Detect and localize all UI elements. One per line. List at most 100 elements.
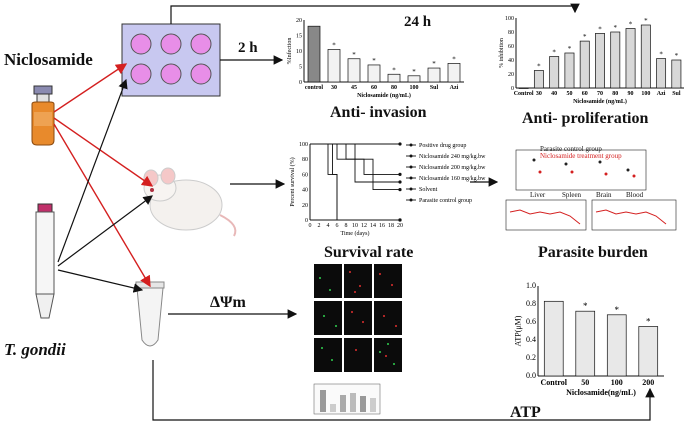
x-tick-label: 80 [612,91,618,97]
significance-mark: * [646,317,651,327]
x-tick-label: 16 [379,223,385,229]
x-tick-label: 0 [309,223,312,229]
bar [625,28,636,89]
y-axis-label: % inhibition [499,38,505,68]
significance-mark: * [537,63,541,71]
x-tick-label: 20 [397,223,403,229]
y-tick-label: 0 [299,80,302,86]
bar [564,52,575,89]
x-tick-label: Sul [672,91,681,97]
x-tick-label: 18 [388,223,394,229]
anti-invasion-chart: 05101520control*30*45*60*80*100*Sul*AziN… [286,18,464,99]
significance-mark: * [332,41,336,49]
bar [549,56,560,89]
significance-mark: * [583,301,588,311]
y-tick-label: 0.6 [526,317,536,326]
significance-mark: * [659,51,663,59]
x-tick-label: 14 [370,223,376,229]
well-plate [121,23,221,97]
anti-invasion-title: 24 h [404,14,432,30]
y-axis-label: Percent survival (%) [289,157,296,206]
y-tick-label: 0 [305,218,308,224]
x-tick-label: Azi [657,91,666,97]
bar [640,24,651,89]
legend-marker [409,187,413,191]
anti-proliferation-caption: Anti- proliferation [522,110,649,127]
bar [447,63,461,83]
burden-cat-blood: Blood [626,191,644,199]
significance-mark: * [452,55,456,63]
atp-caption: ATP [510,404,541,421]
legend-entry: Parasite control group [419,198,472,204]
x-tick-label: 6 [336,223,339,229]
x-tick-label: 60 [582,91,588,97]
y-tick-label: 0.2 [526,353,536,362]
burden-cat-liver: Liver [530,191,546,199]
bar [327,49,341,83]
y-axis-label: ATP(μM) [513,315,522,346]
bar [518,87,529,89]
survival-caption: Survival rate [324,244,414,261]
bar [595,33,605,89]
legend-entry: Niclosamide 240 mg/kg.bw [419,154,486,160]
x-tick-label: 200 [642,378,654,387]
x-tick-label: 30 [536,91,542,97]
y-tick-label: 20 [508,72,514,78]
x-tick-label: 40 [551,91,557,97]
burden-legend-control: Parasite control group [540,145,602,153]
parasite-burden-caption: Parasite burden [538,244,648,261]
bar [367,64,381,83]
x-tick-label: 50 [566,91,572,97]
bar [307,25,321,83]
significance-mark: * [629,21,633,29]
legend-entry: Niclosamide 200 mg/kg.bw [419,165,486,171]
x-tick-label: Control [540,378,567,387]
atp-chart: 0.00.20.40.60.81.0Control*50*100*200Nicl… [513,281,664,397]
niclosamide-label: Niclosamide [4,50,93,69]
legend-marker [409,154,413,158]
legend-marker [409,176,413,180]
y-tick-label: 60 [302,172,308,178]
x-tick-label: 12 [361,223,367,229]
series-point [398,218,402,222]
series-point [398,180,402,184]
significance-mark: * [614,24,618,32]
y-tick-label: 0 [511,86,514,92]
burden-legend-treatment: Niclosamide treatment group [540,152,622,160]
x-tick-label: control [305,85,324,91]
parasite-burden-panel [505,149,677,231]
significance-mark: * [392,66,396,74]
x-tick-label: 50 [581,378,589,387]
series-point [398,188,402,192]
bar [533,70,544,89]
bar [427,67,441,83]
x-tick-label: 4 [327,223,330,229]
x-tick-label: Sul [430,85,439,91]
x-axis-label: Niclosamide (ng/mL) [573,98,627,105]
x-tick-label: 100 [641,91,650,97]
bar [671,59,682,89]
significance-mark: * [552,49,556,57]
y-tick-label: 40 [508,58,514,64]
significance-mark: * [412,68,416,76]
y-axis-label: %Infection [286,38,293,65]
x-tick-label: 60 [371,85,377,91]
y-tick-label: 20 [302,203,308,209]
mitochondria-microscopy-panel [300,256,402,415]
bar [347,58,361,83]
legend-entry: Niclosamide 160 mg/kg.bw [419,176,486,182]
anti-invasion-caption: Anti- invasion [330,104,427,121]
significance-mark: * [372,57,376,65]
mouse-icon [143,167,237,237]
series-line [310,143,400,191]
legend-entry: Positive drug group [419,143,466,149]
legend-marker [409,143,413,147]
significance-mark: * [615,305,620,315]
x-axis-label: Time (days) [341,230,370,237]
tgondii-label: T. gondii [4,340,66,359]
series-point [398,172,402,176]
bar [606,314,627,377]
